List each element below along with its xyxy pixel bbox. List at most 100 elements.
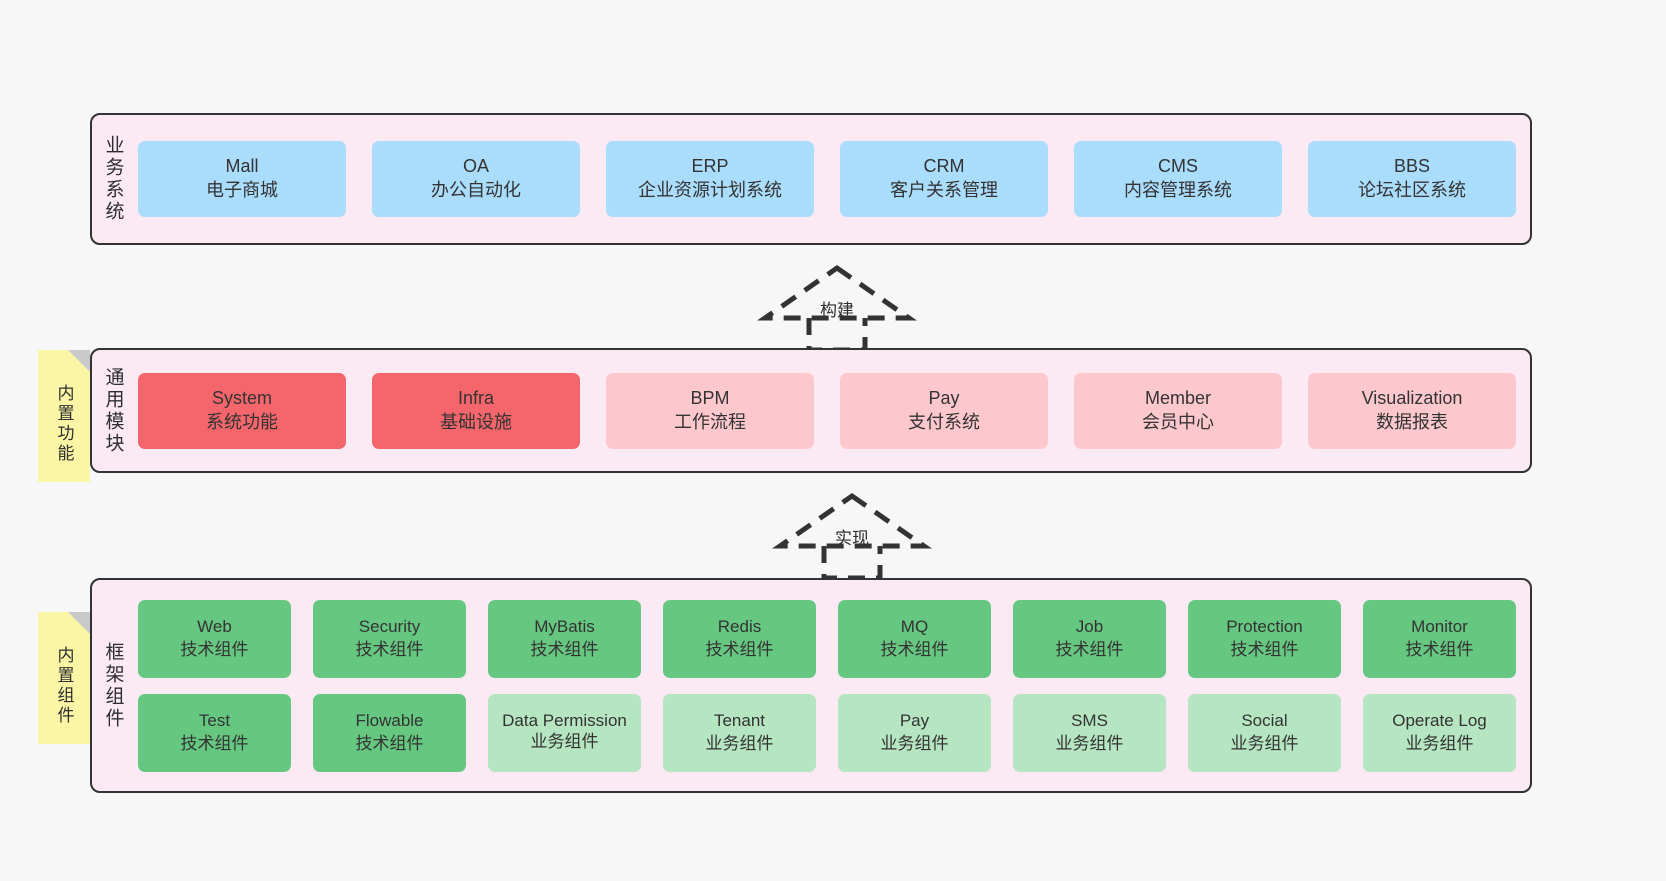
card-tenant[interactable]: Tenant 业务组件 (663, 693, 816, 772)
card-bbs-en: BBS (1393, 156, 1431, 177)
sticky-note-builtin-features-label: 内置功能 (54, 384, 74, 464)
card-protection-cn: 技术组件 (1230, 639, 1299, 659)
card-bbs-cn: 论坛社区系统 (1358, 180, 1466, 200)
layer-body-business-systems: Mall 电子商城 OA 办公自动化 ERP 企业资源计划系统 CRM 客户关系… (134, 115, 1530, 243)
card-job[interactable]: Job 技术组件 (1013, 599, 1166, 678)
card-social-en: Social (1241, 711, 1288, 731)
card-sms-cn: 业务组件 (1055, 733, 1124, 753)
card-security[interactable]: Security 技术组件 (313, 599, 466, 678)
card-mall-cn: 电子商城 (206, 180, 278, 200)
card-security-en: Security (358, 617, 421, 637)
card-system[interactable]: System 系统功能 (138, 372, 346, 449)
card-social[interactable]: Social 业务组件 (1188, 693, 1341, 772)
card-data-permission[interactable]: Data Permission 业务组件 (488, 693, 641, 772)
card-pay-component-en: Pay (899, 711, 930, 731)
layer-framework-components: 框架组件 Web 技术组件 Security 技术组件 MyBatis 技术组件 (90, 578, 1532, 793)
arrow-build-label: 构建 (820, 301, 854, 320)
arrow-implement-label: 实现 (835, 529, 869, 548)
card-job-en: Job (1075, 617, 1104, 637)
card-visualization-cn: 数据报表 (1376, 411, 1448, 432)
card-redis-en: Redis (717, 617, 762, 637)
card-erp[interactable]: ERP 企业资源计划系统 (606, 141, 814, 217)
card-monitor[interactable]: Monitor 技术组件 (1363, 599, 1516, 678)
card-social-cn: 业务组件 (1230, 733, 1299, 753)
card-infra[interactable]: Infra 基础设施 (372, 372, 580, 449)
card-web[interactable]: Web 技术组件 (138, 599, 291, 678)
card-member[interactable]: Member 会员中心 (1074, 372, 1282, 449)
card-job-cn: 技术组件 (1055, 639, 1124, 659)
card-cms-cn: 内容管理系统 (1124, 180, 1232, 200)
card-tenant-cn: 业务组件 (705, 733, 774, 753)
card-infra-cn: 基础设施 (440, 411, 512, 432)
card-oa[interactable]: OA 办公自动化 (372, 141, 580, 217)
card-crm-cn: 客户关系管理 (890, 180, 998, 200)
card-crm[interactable]: CRM 客户关系管理 (840, 141, 1048, 217)
card-bpm-en: BPM (690, 387, 730, 408)
card-erp-en: ERP (691, 156, 729, 177)
card-mq-en: MQ (900, 617, 929, 637)
card-web-en: Web (197, 617, 232, 637)
layer-common-modules: 通用模块 System 系统功能 Infra 基础设施 BPM 工作流程 Pay… (90, 348, 1532, 473)
card-crm-en: CRM (923, 156, 965, 177)
card-operate-log[interactable]: Operate Log 业务组件 (1363, 693, 1516, 772)
card-pay-component-cn: 业务组件 (880, 733, 949, 753)
card-tenant-en: Tenant (713, 711, 766, 731)
framework-row-2: Test 技术组件 Flowable 技术组件 Data Permission … (138, 693, 1516, 772)
card-cms-en: CMS (1158, 156, 1198, 177)
card-pay-module-cn: 支付系统 (908, 411, 980, 432)
arrow-implement: 实现 (772, 490, 932, 581)
framework-card-rows: Web 技术组件 Security 技术组件 MyBatis 技术组件 Redi… (138, 599, 1516, 772)
card-pay-module-en: Pay (928, 387, 960, 408)
card-test-en: Test (198, 711, 231, 731)
card-mybatis[interactable]: MyBatis 技术组件 (488, 599, 641, 678)
card-web-cn: 技术组件 (180, 639, 249, 659)
card-data-permission-cn: 业务组件 (530, 732, 599, 752)
card-system-cn: 系统功能 (206, 411, 278, 432)
card-member-en: Member (1144, 387, 1211, 408)
arrow-build: 构建 (757, 262, 917, 353)
layer-business-systems: 业务系统 Mall 电子商城 OA 办公自动化 ERP 企业资源计划系统 CRM… (90, 113, 1532, 245)
card-sms-en: SMS (1071, 711, 1108, 731)
card-pay-module[interactable]: Pay 支付系统 (840, 372, 1048, 449)
card-bpm[interactable]: BPM 工作流程 (606, 372, 814, 449)
card-security-cn: 技术组件 (355, 639, 424, 659)
sticky-fold-corner-icon (68, 612, 90, 634)
card-test-cn: 技术组件 (180, 733, 249, 753)
card-operate-log-en: Operate Log (1392, 711, 1487, 731)
card-mybatis-en: MyBatis (534, 617, 595, 637)
business-card-row: Mall 电子商城 OA 办公自动化 ERP 企业资源计划系统 CRM 客户关系… (138, 141, 1516, 217)
card-data-permission-en: Data Permission (502, 711, 627, 731)
card-monitor-en: Monitor (1411, 617, 1468, 637)
sticky-note-builtin-features: 内置功能 (38, 350, 90, 482)
layer-title-common-modules: 通用模块 (102, 366, 124, 455)
card-flowable[interactable]: Flowable 技术组件 (313, 693, 466, 772)
card-operate-log-cn: 业务组件 (1405, 733, 1474, 753)
card-cms[interactable]: CMS 内容管理系统 (1074, 141, 1282, 217)
card-bbs[interactable]: BBS 论坛社区系统 (1308, 141, 1516, 217)
layer-body-framework-components: Web 技术组件 Security 技术组件 MyBatis 技术组件 Redi… (134, 580, 1530, 791)
card-protection[interactable]: Protection 技术组件 (1188, 599, 1341, 678)
card-sms[interactable]: SMS 业务组件 (1013, 693, 1166, 772)
card-flowable-cn: 技术组件 (355, 733, 424, 753)
card-mybatis-cn: 技术组件 (530, 639, 599, 659)
card-mall-en: Mall (225, 156, 259, 177)
sticky-fold-corner-icon (68, 350, 90, 372)
card-test[interactable]: Test 技术组件 (138, 693, 291, 772)
card-visualization[interactable]: Visualization 数据报表 (1308, 372, 1516, 449)
card-infra-en: Infra (457, 387, 495, 408)
sticky-note-builtin-components-label: 内置组件 (54, 646, 74, 726)
card-oa-en: OA (462, 156, 489, 177)
sticky-note-builtin-components: 内置组件 (38, 612, 90, 744)
layer-title-framework-components: 框架组件 (102, 641, 124, 730)
layer-title-business-systems: 业务系统 (102, 135, 124, 223)
card-redis[interactable]: Redis 技术组件 (663, 599, 816, 678)
layer-body-common-modules: System 系统功能 Infra 基础设施 BPM 工作流程 Pay 支付系统… (134, 350, 1530, 471)
card-mall[interactable]: Mall 电子商城 (138, 141, 346, 217)
card-bpm-cn: 工作流程 (674, 411, 746, 432)
card-mq-cn: 技术组件 (880, 639, 949, 659)
card-mq[interactable]: MQ 技术组件 (838, 599, 991, 678)
card-flowable-en: Flowable (355, 711, 424, 731)
card-pay-component[interactable]: Pay 业务组件 (838, 693, 991, 772)
card-member-cn: 会员中心 (1142, 411, 1214, 432)
